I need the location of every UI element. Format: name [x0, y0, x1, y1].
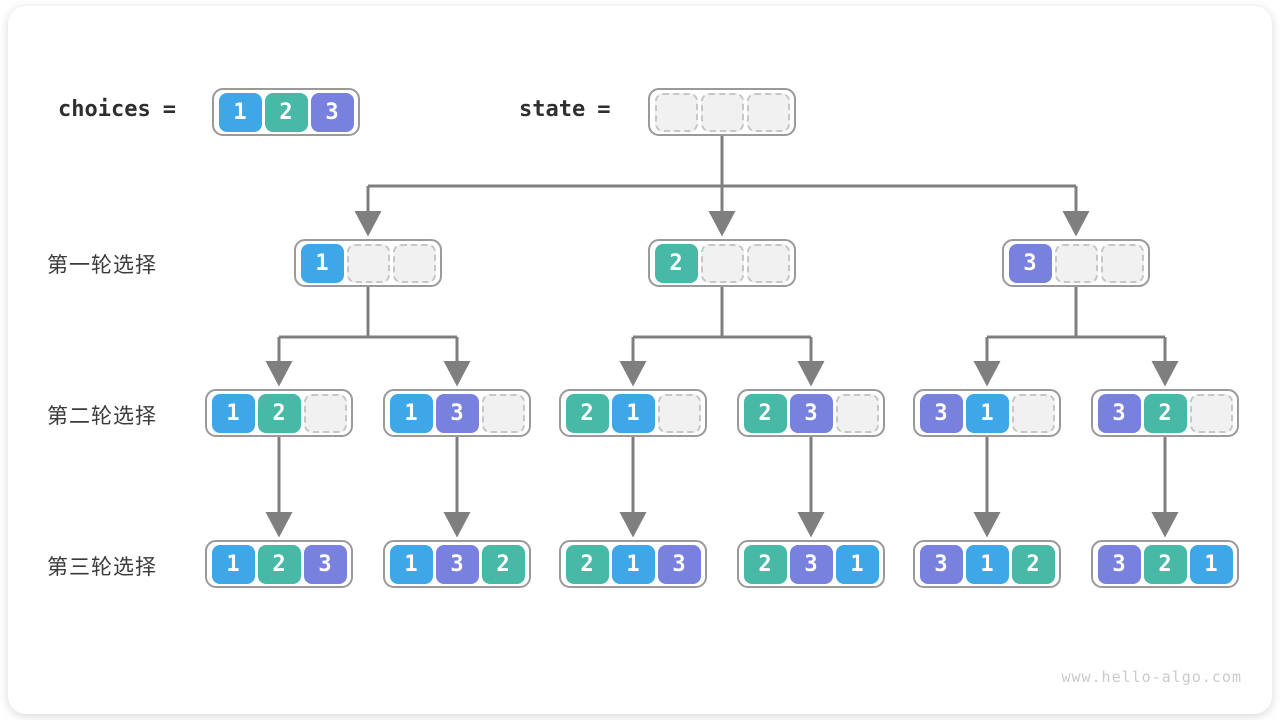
empty-cell — [303, 393, 347, 433]
value-cell: 2 — [743, 544, 787, 584]
value-cell: 3 — [303, 544, 347, 584]
value-cell: 3 — [789, 544, 833, 584]
watermark: www.hello-algo.com — [1061, 668, 1242, 686]
value-cell: 3 — [1097, 393, 1141, 433]
round-2-label: 第二轮选择 — [47, 405, 157, 428]
empty-cell — [1189, 393, 1233, 433]
empty-cell — [700, 92, 744, 132]
value-cell: 2 — [257, 544, 301, 584]
value-cell: 1 — [611, 544, 655, 584]
state-node-round1: 2 — [648, 239, 796, 287]
state-node-round1: 1 — [294, 239, 442, 287]
choices-label: choices = — [58, 97, 176, 122]
empty-cell — [657, 393, 701, 433]
value-cell: 1 — [300, 243, 344, 283]
value-cell: 3 — [1097, 544, 1141, 584]
empty-cell — [1100, 243, 1144, 283]
empty-cell — [392, 243, 436, 283]
value-cell: 2 — [565, 544, 609, 584]
value-cell: 2 — [654, 243, 698, 283]
value-cell: 2 — [743, 393, 787, 433]
choices-label-text: choices — [58, 97, 151, 122]
value-cell: 1 — [965, 544, 1009, 584]
value-cell: 3 — [435, 544, 479, 584]
empty-cell — [654, 92, 698, 132]
state-label: state = — [519, 97, 610, 122]
value-cell: 1 — [965, 393, 1009, 433]
round-3-label: 第三轮选择 — [47, 556, 157, 579]
empty-cell — [1011, 393, 1055, 433]
value-cell: 3 — [919, 393, 963, 433]
value-cell: 1 — [218, 92, 262, 132]
value-cell: 2 — [264, 92, 308, 132]
value-cell: 1 — [835, 544, 879, 584]
value-cell: 1 — [1189, 544, 1233, 584]
value-cell: 1 — [389, 393, 433, 433]
value-cell: 3 — [919, 544, 963, 584]
value-cell: 2 — [1143, 393, 1187, 433]
value-cell: 1 — [211, 544, 255, 584]
empty-cell — [746, 243, 790, 283]
round-1-label: 第一轮选择 — [47, 254, 157, 277]
choices-equals-sign: = — [162, 97, 176, 122]
empty-cell — [746, 92, 790, 132]
state-equals-sign: = — [597, 97, 611, 122]
empty-cell — [1054, 243, 1098, 283]
value-cell: 3 — [435, 393, 479, 433]
value-cell: 1 — [611, 393, 655, 433]
empty-cell — [835, 393, 879, 433]
value-cell: 2 — [1143, 544, 1187, 584]
state-node-round1: 3 — [1002, 239, 1150, 287]
value-cell: 2 — [565, 393, 609, 433]
empty-cell — [346, 243, 390, 283]
value-cell: 2 — [481, 544, 525, 584]
value-cell: 1 — [389, 544, 433, 584]
value-cell: 2 — [1011, 544, 1055, 584]
empty-cell — [481, 393, 525, 433]
value-cell: 3 — [657, 544, 701, 584]
value-cell: 2 — [257, 393, 301, 433]
value-cell: 3 — [789, 393, 833, 433]
value-cell: 3 — [1008, 243, 1052, 283]
state-array — [648, 88, 796, 136]
value-cell: 1 — [211, 393, 255, 433]
value-cell: 3 — [310, 92, 354, 132]
state-label-text: state — [519, 97, 586, 122]
empty-cell — [700, 243, 744, 283]
